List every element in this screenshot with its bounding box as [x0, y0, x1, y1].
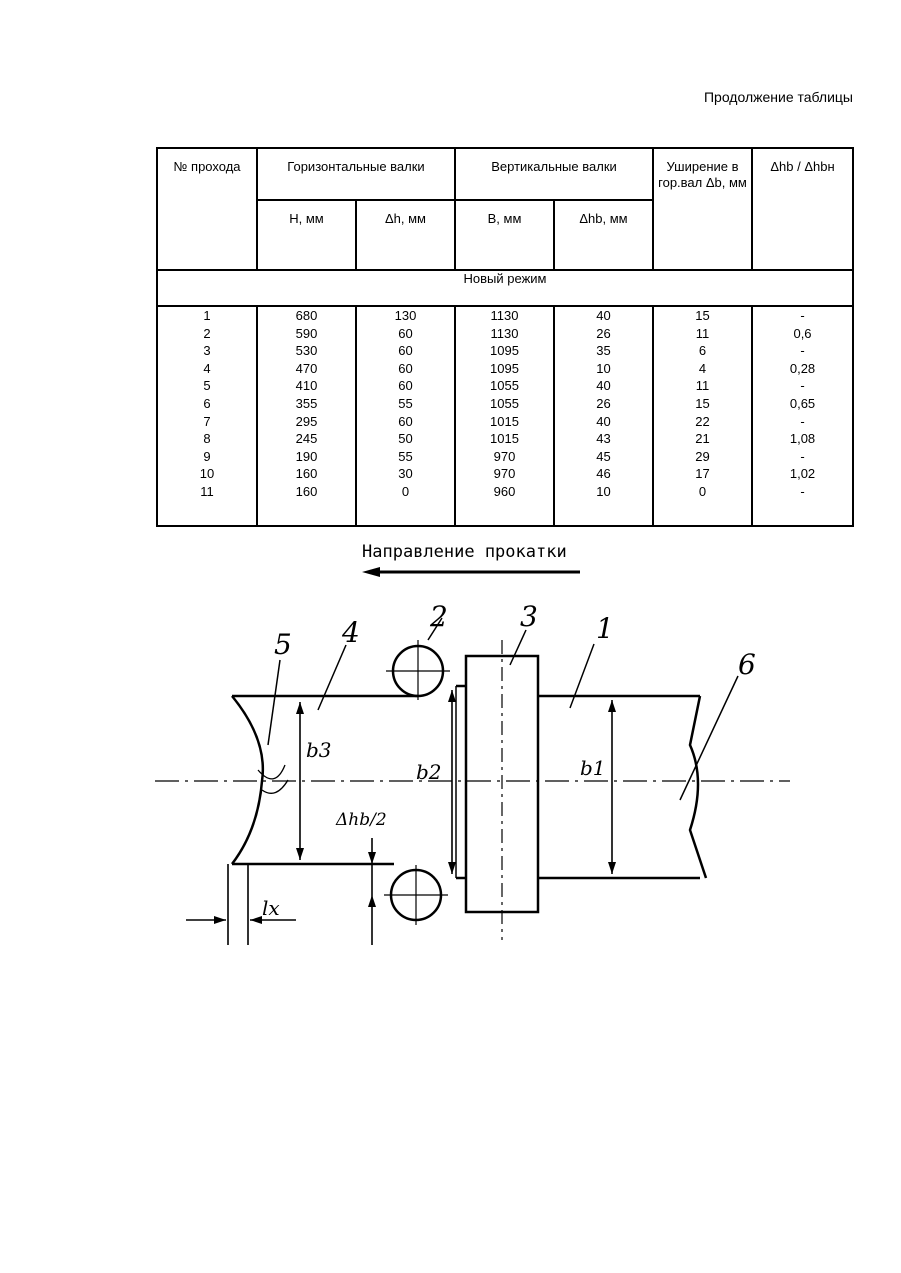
dim-b3: b3: [306, 738, 332, 762]
callout-5: 5: [274, 628, 292, 661]
dim-lx: lx: [262, 896, 280, 920]
dim-b1: b1: [580, 756, 606, 780]
callout-1: 1: [596, 612, 614, 645]
callout-6: 6: [738, 648, 756, 681]
dim-b2: b2: [416, 760, 442, 784]
dim-dhb-half: Δhb/2: [336, 810, 387, 830]
callout-4: 4: [342, 616, 360, 649]
callout-2: 2: [430, 600, 448, 633]
callout-3: 3: [520, 600, 538, 633]
